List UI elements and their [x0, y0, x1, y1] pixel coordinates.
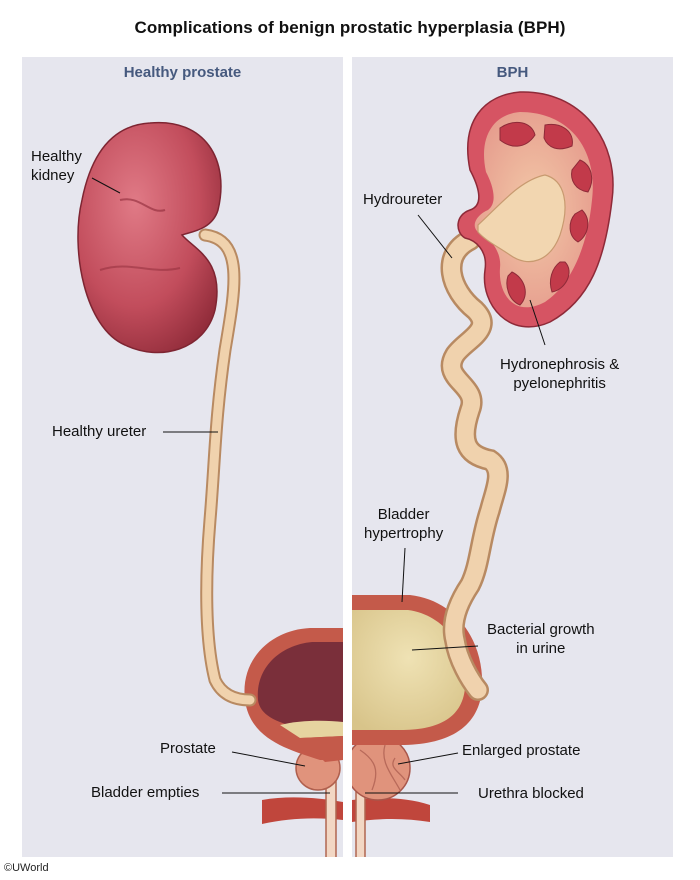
label-prostate: Prostate: [160, 740, 216, 757]
label-healthy-kidney-line2: kidney: [31, 167, 75, 184]
label-healthy-kidney-line1: Healthy: [31, 148, 82, 165]
enlarged-prostate: [352, 735, 411, 801]
bladder-urine: [352, 610, 466, 730]
bladder-cavity: [257, 642, 343, 728]
label-hydroureter: Hydroureter: [363, 191, 443, 208]
figure-title: Complications of benign prostatic hyperp…: [134, 18, 566, 37]
pelvic-muscle-bph: [352, 798, 430, 822]
label-bladder-hypertrophy-line1: Bladder: [377, 506, 430, 523]
residual-urine: [280, 720, 343, 738]
dilated-renal-pelvis: [477, 174, 566, 263]
label-hydronephrosis-line1: Hydronephrosis &: [500, 356, 620, 373]
label-bladder-empties: Bladder empties: [91, 784, 200, 801]
label-urethra-blocked: Urethra blocked: [478, 785, 584, 802]
label-bladder-hypertrophy-line2: hypertrophy: [364, 525, 444, 542]
bph-panel-title: BPH: [496, 64, 529, 81]
label-hydronephrosis: Hydronephrosis & pyelonephritis: [500, 355, 619, 393]
copyright-footer: ©UWorld: [4, 862, 49, 874]
label-healthy-ureter: Healthy ureter: [52, 423, 147, 440]
label-bladder-hypertrophy: Bladder hypertrophy: [364, 505, 443, 543]
label-enlarged-prostate: Enlarged prostate: [462, 742, 581, 759]
healthy-kidney: [77, 121, 222, 354]
pelvic-muscle: [262, 797, 343, 824]
label-hydronephrosis-line2: pyelonephritis: [513, 375, 606, 392]
label-bacterial-growth-line1: Bacterial growth: [487, 621, 595, 638]
label-healthy-kidney: Healthy kidney: [31, 147, 82, 185]
label-bacterial-growth-line2: in urine: [516, 640, 566, 657]
label-bacterial-growth: Bacterial growth in urine: [487, 620, 595, 658]
healthy-panel-title: Healthy prostate: [123, 64, 242, 81]
